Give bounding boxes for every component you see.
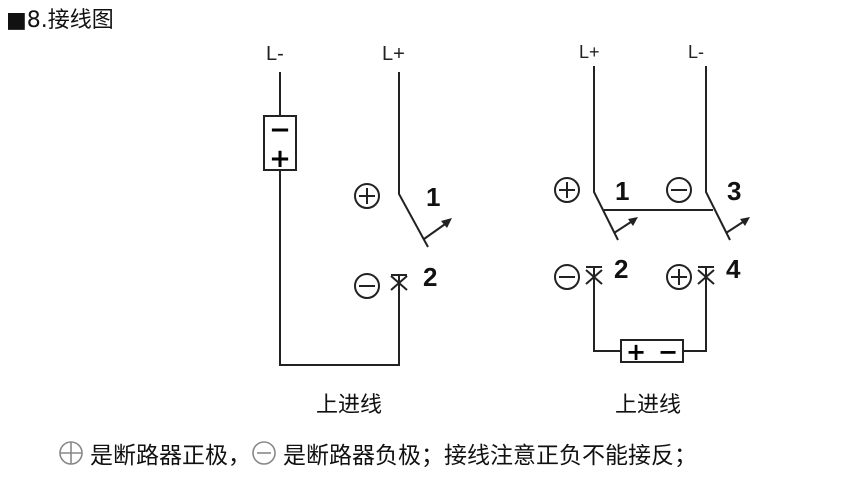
minus-circle-icon xyxy=(354,273,380,299)
right-switch-contact-1 xyxy=(593,66,619,241)
left-load-minus: − xyxy=(269,115,291,145)
left-load-wire xyxy=(279,72,400,366)
plus-circle-icon xyxy=(59,441,83,465)
right-switch-contact-3 xyxy=(705,66,731,241)
arrowhead-icon xyxy=(628,217,638,226)
plus-circle-icon xyxy=(354,183,380,209)
right-terminal-3: 3 xyxy=(727,176,741,206)
right-load-plus: + xyxy=(626,338,646,366)
arrowhead-icon xyxy=(740,217,750,226)
left-supply-pos-label: L+ xyxy=(382,43,405,65)
left-switch-arrow xyxy=(423,221,449,240)
right-terminal-4: 4 xyxy=(726,254,741,284)
polarity-note: 是断路器正极， 是断路器负极；接线注意正负不能接反； xyxy=(58,436,697,470)
terminal-x-icon xyxy=(390,274,408,291)
left-terminal-2: 2 xyxy=(423,262,437,292)
right-diagram: L+ L- + − 1 2 3 4 上进线 xyxy=(554,42,750,418)
minus-circle-icon xyxy=(252,441,276,465)
note-positive-text: 是断路器正极， xyxy=(90,443,251,469)
minus-circle-icon xyxy=(666,177,692,203)
minus-circle-icon xyxy=(554,264,580,290)
right-supply-pos-label: L+ xyxy=(579,42,600,62)
left-load-box xyxy=(263,115,297,171)
right-load-box xyxy=(620,339,684,363)
left-caption: 上进线 xyxy=(316,393,382,418)
right-terminal-1: 1 xyxy=(615,176,629,206)
left-load-plus: + xyxy=(269,144,291,174)
section-title: ■8.接线图 xyxy=(6,8,114,33)
left-supply-neg-label: L- xyxy=(266,43,284,65)
left-diagram: L- L+ − + 1 2 上进线 xyxy=(263,43,452,418)
left-switch-contact xyxy=(398,72,429,248)
arrowhead-icon xyxy=(441,218,452,228)
right-load-wire xyxy=(593,267,707,352)
left-terminal-1: 1 xyxy=(426,182,440,212)
note-negative-text: 是断路器负极；接线注意正负不能接反； xyxy=(283,443,697,469)
right-supply-neg-label: L- xyxy=(688,42,704,62)
plus-circle-icon xyxy=(666,264,692,290)
right-load-minus: − xyxy=(658,338,678,366)
right-terminal-2: 2 xyxy=(614,254,628,284)
plus-circle-icon xyxy=(554,177,580,203)
right-caption: 上进线 xyxy=(615,393,681,418)
